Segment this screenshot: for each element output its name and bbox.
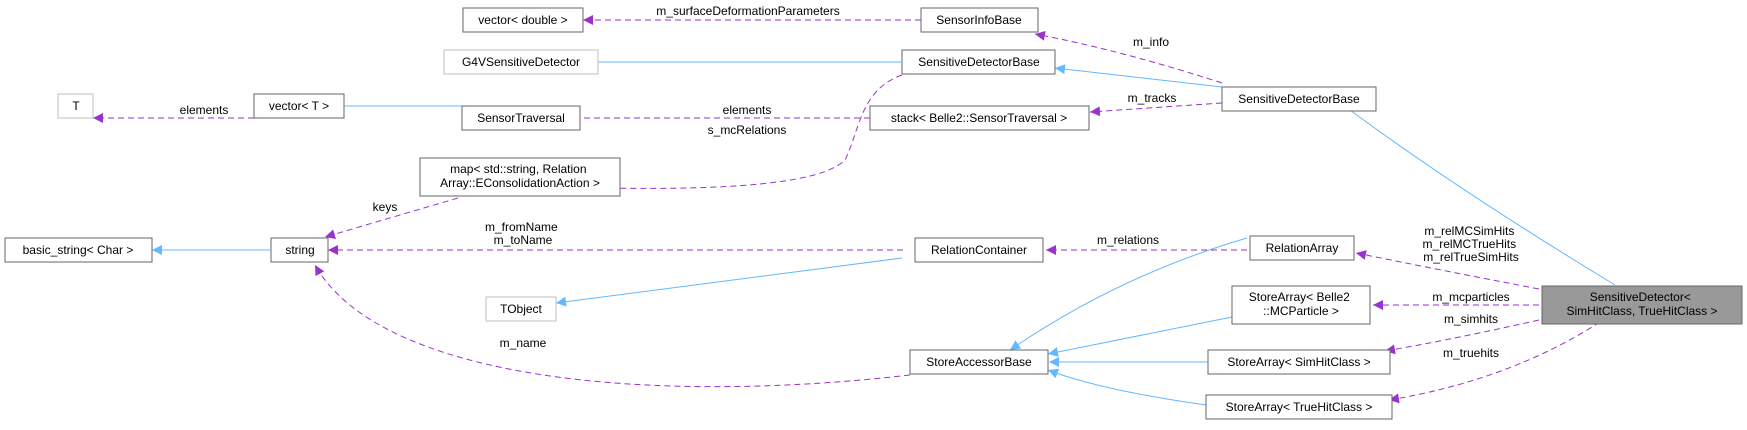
edge-labels: m_surfaceDeformationParameters m_info el…	[180, 4, 1520, 360]
edge-inherit-truehit-to-accessor	[1047, 368, 1207, 406]
label-m-info: m_info	[1133, 35, 1169, 49]
node-sensitive-detector-base-inner[interactable]: SensitiveDetectorBase	[901, 49, 1056, 75]
node-vector-t[interactable]: vector< T >	[253, 93, 345, 119]
svg-text:G4VSensitiveDetector: G4VSensitiveDetector	[462, 55, 580, 69]
node-store-array-simhit[interactable]: StoreArray< SimHitClass >	[1207, 349, 1391, 375]
svg-text:StoreArray< TrueHitClass >: StoreArray< TrueHitClass >	[1226, 400, 1373, 414]
edge-usage-keys	[324, 197, 459, 239]
svg-text:vector< double >: vector< double >	[478, 13, 567, 27]
edge-inherit-sd-to-sdbase-outer	[1334, 98, 1616, 286]
node-store-array-truehit[interactable]: StoreArray< TrueHitClass >	[1205, 394, 1393, 420]
edge-usage-m-name	[314, 264, 911, 388]
label-m-from-to-name: m_fromName m_toName	[485, 220, 561, 247]
node-relation-container[interactable]: RelationContainer	[914, 237, 1044, 263]
edge-usage-m-simhits	[1384, 319, 1540, 355]
node-tobject[interactable]: TObject	[485, 296, 557, 322]
edge-inherit-sdbase-outer-to-sdbase-inner	[1054, 64, 1223, 88]
node-relation-array[interactable]: RelationArray	[1249, 235, 1355, 261]
label-m-simhits: m_simhits	[1444, 312, 1498, 326]
svg-text:SensitiveDetector< Sim: SensitiveDetector< SimHitClass, TrueHitC…	[1566, 290, 1717, 318]
nodes: vector< double > SensorInfoBase G4VSensi…	[4, 7, 1743, 420]
node-vector-double[interactable]: vector< double >	[462, 7, 584, 33]
svg-text:stack< Belle2::SensorTraversal: stack< Belle2::SensorTraversal >	[891, 111, 1067, 125]
label-m-surface-deformation-parameters: m_surfaceDeformationParameters	[656, 4, 839, 18]
svg-text:RelationArray: RelationArray	[1266, 241, 1339, 255]
edge-inherit-relcontainer-to-tobject	[555, 257, 903, 307]
svg-text:T: T	[72, 99, 80, 113]
svg-text:SensitiveDetectorBase: SensitiveDetectorBase	[1238, 92, 1360, 106]
node-basic-string[interactable]: basic_string< Char >	[4, 237, 153, 263]
svg-text:RelationContainer: RelationContainer	[931, 243, 1027, 257]
node-store-accessor-base[interactable]: StoreAccessorBase	[909, 349, 1049, 375]
label-elements-t: elements	[180, 103, 229, 117]
svg-text:string: string	[285, 243, 314, 257]
label-keys: keys	[373, 200, 398, 214]
svg-text:StoreArray< Belle2 ::M: StoreArray< Belle2 ::MCParticle >	[1249, 290, 1353, 318]
label-m-mcparticles: m_mcparticles	[1432, 290, 1509, 304]
node-sensitive-detector[interactable]: SensitiveDetector< SimHitClass, TrueHitC…	[1541, 285, 1743, 325]
svg-text:TObject: TObject	[500, 302, 542, 316]
node-stack-sensor-traversal[interactable]: stack< Belle2::SensorTraversal >	[869, 105, 1090, 131]
svg-text:StoreAccessorBase: StoreAccessorBase	[926, 355, 1032, 369]
edge-usage-m-info	[1034, 30, 1223, 84]
node-map-relation[interactable]: map< std::string, Relation Array::EConso…	[419, 157, 621, 197]
edge-inherit-relarray-to-accessor	[1009, 237, 1248, 351]
label-s-mcrelations: s_mcRelations	[708, 123, 787, 137]
node-t[interactable]: T	[57, 93, 94, 119]
edge-inherit-mcparticle-to-accessor	[1047, 316, 1233, 357]
label-m-tracks: m_tracks	[1128, 91, 1177, 105]
node-string[interactable]: string	[270, 237, 329, 263]
svg-text:SensitiveDetectorBase: SensitiveDetectorBase	[918, 55, 1040, 69]
edge-usage-m-tracks	[1089, 102, 1223, 117]
node-sensor-info-base[interactable]: SensorInfoBase	[920, 7, 1039, 33]
edge-usage-m-rel-hits	[1355, 250, 1540, 290]
label-elements-st: elements	[723, 103, 772, 117]
svg-text:map< std::string, Relation: map< std::string, Relation Array::EConso…	[440, 162, 600, 190]
label-m-truehits: m_truehits	[1443, 346, 1499, 360]
node-store-array-mcparticle[interactable]: StoreArray< Belle2 ::MCParticle >	[1231, 285, 1371, 325]
svg-text:SensorTraversal: SensorTraversal	[477, 111, 565, 125]
svg-text:vector< T >: vector< T >	[269, 99, 329, 113]
svg-text:basic_string< Char >: basic_string< Char >	[23, 243, 134, 257]
node-sensor-traversal[interactable]: SensorTraversal	[461, 105, 581, 131]
label-m-relations: m_relations	[1097, 233, 1159, 247]
svg-text:StoreArray< SimHitClass >: StoreArray< SimHitClass >	[1227, 355, 1370, 369]
edge-usage-m-truehits	[1388, 321, 1601, 404]
node-g4v-sensitive-detector[interactable]: G4VSensitiveDetector	[443, 49, 599, 75]
edges	[93, 15, 1616, 406]
node-sensitive-detector-base-outer[interactable]: SensitiveDetectorBase	[1221, 86, 1377, 112]
label-m-rel-hits: m_relMCSimHits m_relMCTrueHits m_relTrue…	[1423, 224, 1520, 264]
edge-usage-s-mcrelations	[604, 74, 903, 194]
svg-text:SensorInfoBase: SensorInfoBase	[936, 13, 1022, 27]
label-m-name: m_name	[500, 336, 547, 350]
